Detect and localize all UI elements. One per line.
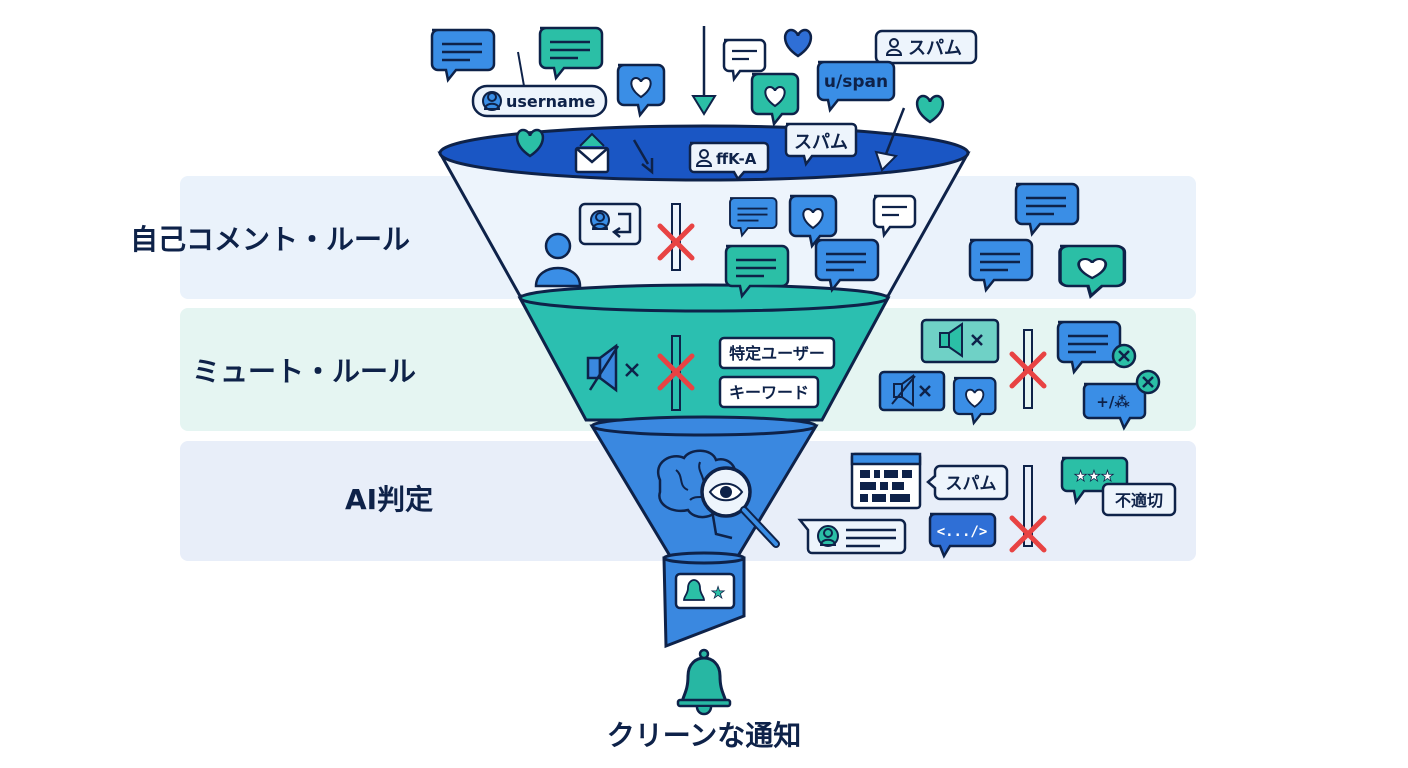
spam-page-icon [850,452,922,510]
magnifier-eye-icon [700,466,780,548]
clean-notification-card: ★ [674,572,736,610]
output-label: クリーンな通知 [606,719,802,752]
bell-icon [676,648,732,716]
ai-spam-label: スパム [946,474,997,494]
username-label: username [506,92,596,111]
garbled-tag [688,141,770,182]
rejected-symbol-label: +/⁂ [1096,393,1130,411]
user-comment-card [797,518,907,555]
envelope-icon [574,132,610,174]
username-tag [471,84,608,118]
chat-bubble-icon [968,238,1034,292]
ai-spam-tag [926,464,1009,501]
code-label: <.../> [937,524,988,540]
reject-x-icon [1012,329,1044,409]
stage-label-self: 自己コメント・ルール [130,223,411,256]
muted-notification [878,370,946,412]
stage-label-ai: AI判定 [345,483,434,516]
heart-bubble-icon [952,376,997,425]
uspan-label: u/span [824,72,888,92]
specific-user-label: 特定ユーザー [729,344,825,363]
muted-notification [920,318,1000,364]
heart-bubble-icon [616,63,666,117]
reject-x-icon [660,335,692,411]
mute-icon [586,343,639,393]
arrow-down-icon [691,26,717,116]
star-rating-bubble: ★★★ [1060,456,1129,506]
code-icon [928,512,997,559]
inappropriate-tag [1101,482,1177,517]
heart-bubble-icon [1058,244,1127,298]
inappropriate-label: 不適切 [1115,491,1163,510]
chat-bubble-icon [1056,320,1122,374]
self-reply-icon [578,202,642,246]
specific-user-tag [718,336,836,370]
arrow-down-icon [874,107,906,172]
star-icon: ★★★ [1074,467,1114,485]
stage-label-mute: ミュート・ルール [192,355,417,388]
keyword-label: キーワード [729,383,809,402]
spam-label: スパム [908,38,962,59]
chat-bubble-icon [538,26,604,80]
heart-bubble-icon [750,72,800,126]
spam-label: スパム [794,132,848,153]
close-icon [1111,343,1137,369]
garbled-label: ffK-A [716,150,757,168]
user-icon [534,232,582,288]
heart-icon [915,94,945,124]
keyword-tag [718,375,820,409]
chat-bubble-icon [430,28,496,82]
chat-bubble-icon [1014,182,1080,236]
reject-x-icon [660,203,692,271]
star-icon: ★ [711,583,725,602]
close-icon [1135,369,1161,395]
uspan-bubble [816,60,896,113]
heart-icon [783,28,813,58]
spam-tag [784,122,858,167]
arrow-down-icon [632,139,654,175]
reject-x-icon [1012,465,1044,550]
